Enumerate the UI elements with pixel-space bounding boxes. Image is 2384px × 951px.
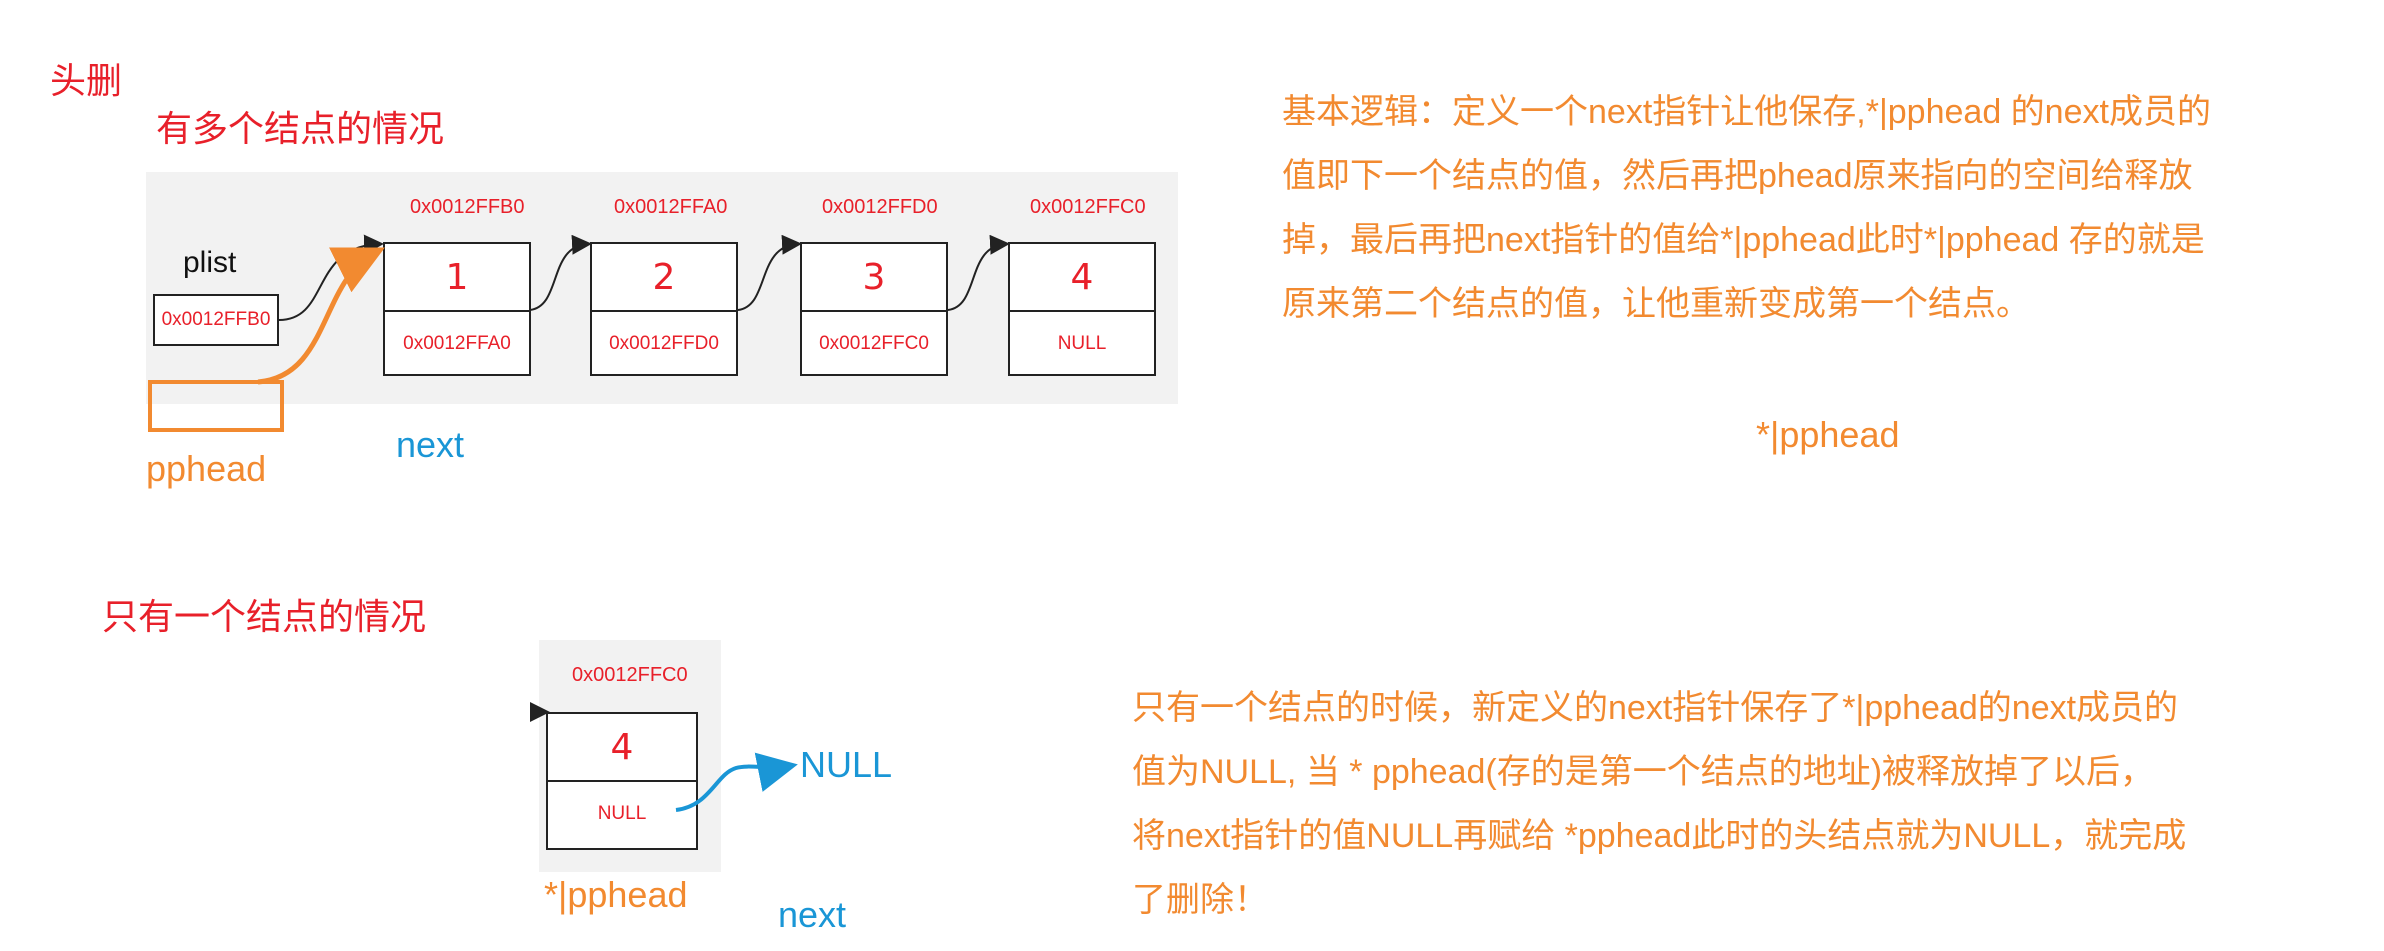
explain-multi-line-1: 基本逻辑：定义一个next指针让他保存,*|pphead 的next成员的 bbox=[1282, 93, 2211, 131]
single-list-node: 4 NULL bbox=[546, 712, 698, 850]
pphead-note: *|pphead bbox=[1756, 414, 1900, 455]
explain-single-line-2: 值为NULL, 当 * pphead(存的是第一个结点的地址)被释放掉了以后， bbox=[1132, 753, 2155, 791]
page-title: 头删 bbox=[50, 61, 123, 102]
node-3-to-4-arrow bbox=[947, 234, 1010, 311]
explain-single-paragraph: 只有一个结点的时候，新定义的next指针保存了*|pphead的next成员的 … bbox=[1132, 676, 2186, 932]
null-arrow bbox=[675, 752, 798, 812]
list-node-2: 2 0x0012FFD0 bbox=[590, 242, 738, 376]
node-2-data: 2 bbox=[592, 244, 736, 312]
node-1-data: 1 bbox=[385, 244, 529, 312]
node-4-address: 0x0012FFC0 bbox=[1030, 196, 1146, 218]
explain-multi-line-3: 掉，最后再把next指针的值给*|pphead此时*|pphead 存的就是 bbox=[1282, 221, 2205, 259]
null-label: NULL bbox=[800, 744, 893, 785]
node-2-to-3-arrow bbox=[737, 234, 802, 311]
explain-multi-paragraph: 基本逻辑：定义一个next指针让他保存,*|pphead 的next成员的 值即… bbox=[1282, 80, 2211, 336]
node-2-address: 0x0012FFA0 bbox=[614, 196, 728, 218]
node-3-address: 0x0012FFD0 bbox=[822, 196, 938, 218]
list-node-3: 3 0x0012FFC0 bbox=[800, 242, 948, 376]
list-node-4: 4 NULL bbox=[1008, 242, 1156, 376]
node-1-next: 0x0012FFA0 bbox=[403, 333, 511, 354]
plist-label: plist bbox=[183, 246, 237, 279]
plist-box: 0x0012FFB0 bbox=[153, 294, 279, 346]
single-next-label: next bbox=[778, 894, 847, 935]
explain-single-line-1: 只有一个结点的时候，新定义的next指针保存了*|pphead的next成员的 bbox=[1132, 689, 2179, 727]
single-node-next: NULL bbox=[597, 803, 647, 824]
node-3-next: 0x0012FFC0 bbox=[819, 333, 929, 354]
single-node-address: 0x0012FFC0 bbox=[572, 664, 688, 686]
pphead-box bbox=[148, 380, 284, 432]
node-3-data: 3 bbox=[802, 244, 946, 312]
node-4-next: NULL bbox=[1057, 333, 1107, 354]
single-pphead-label: *|pphead bbox=[544, 874, 688, 915]
node-1-address: 0x0012FFB0 bbox=[410, 196, 525, 218]
node-1-to-2-arrow bbox=[529, 234, 592, 311]
pphead-label: pphead bbox=[146, 448, 267, 489]
explain-multi-line-4: 原来第二个结点的值，让他重新变成第一个结点。 bbox=[1282, 285, 2030, 323]
case-single-title: 只有一个结点的情况 bbox=[102, 597, 427, 638]
node-2-next: 0x0012FFD0 bbox=[609, 333, 719, 354]
next-label: next bbox=[396, 424, 465, 465]
explain-single-line-4: 了删除！ bbox=[1132, 881, 1268, 919]
explain-multi-line-2: 值即下一个结点的值，然后再把phead原来指向的空间给释放 bbox=[1282, 157, 2193, 195]
case-multi-title: 有多个结点的情况 bbox=[156, 109, 445, 150]
explain-single-line-3: 将next指针的值NULL再赋给 *pphead此时的头结点就为NULL，就完成 bbox=[1132, 817, 2187, 855]
single-node-data: 4 bbox=[548, 714, 696, 782]
list-node-1: 1 0x0012FFA0 bbox=[383, 242, 531, 376]
node-4-data: 4 bbox=[1010, 244, 1154, 312]
pphead-arrow bbox=[257, 247, 385, 385]
